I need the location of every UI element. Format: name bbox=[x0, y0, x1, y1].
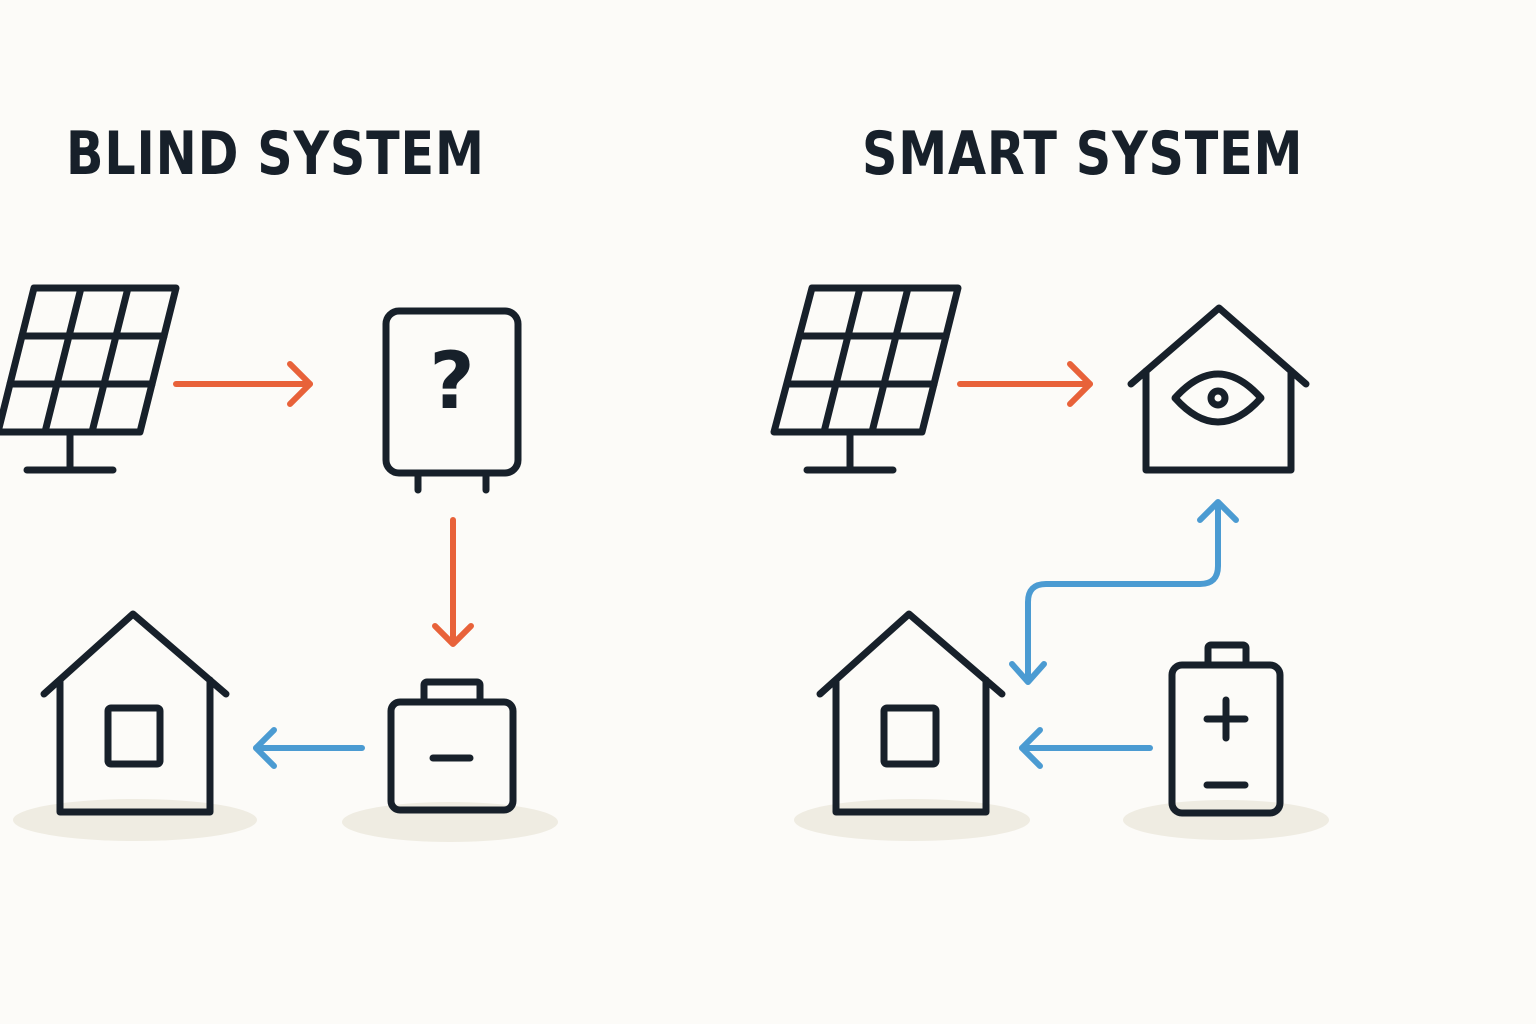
flow-arrow-solar-to-inverter bbox=[173, 361, 313, 407]
flow-arrow-house-to-smart-hub bbox=[1009, 499, 1239, 685]
house-shadow bbox=[794, 799, 1030, 841]
blind-system-panel: ? bbox=[0, 284, 558, 842]
flow-arrow-battery-to-house bbox=[1019, 727, 1153, 769]
house-icon bbox=[40, 610, 230, 816]
house-icon bbox=[816, 610, 1006, 816]
smart-system-title: SMART SYSTEM bbox=[862, 119, 1304, 189]
question-mark: ? bbox=[429, 337, 474, 427]
eye-icon bbox=[1171, 370, 1265, 426]
battery-icon bbox=[387, 678, 517, 814]
battery-shadow bbox=[1123, 800, 1329, 840]
solar-panel-icon bbox=[770, 284, 962, 474]
smart-home-eye-icon bbox=[1127, 304, 1310, 474]
flow-arrow-inverter-to-battery bbox=[432, 517, 474, 647]
smart-system-panel bbox=[770, 284, 1329, 841]
blind-system-title: BLIND SYSTEM bbox=[66, 119, 485, 189]
solar-panel-icon bbox=[0, 284, 180, 474]
flow-arrow-battery-to-house bbox=[253, 727, 365, 769]
house-shadow bbox=[13, 799, 257, 841]
battery-charge-icon bbox=[1168, 641, 1284, 817]
flow-arrow-solar-to-smart-hub bbox=[957, 361, 1093, 407]
unknown-inverter-icon: ? bbox=[382, 307, 522, 494]
